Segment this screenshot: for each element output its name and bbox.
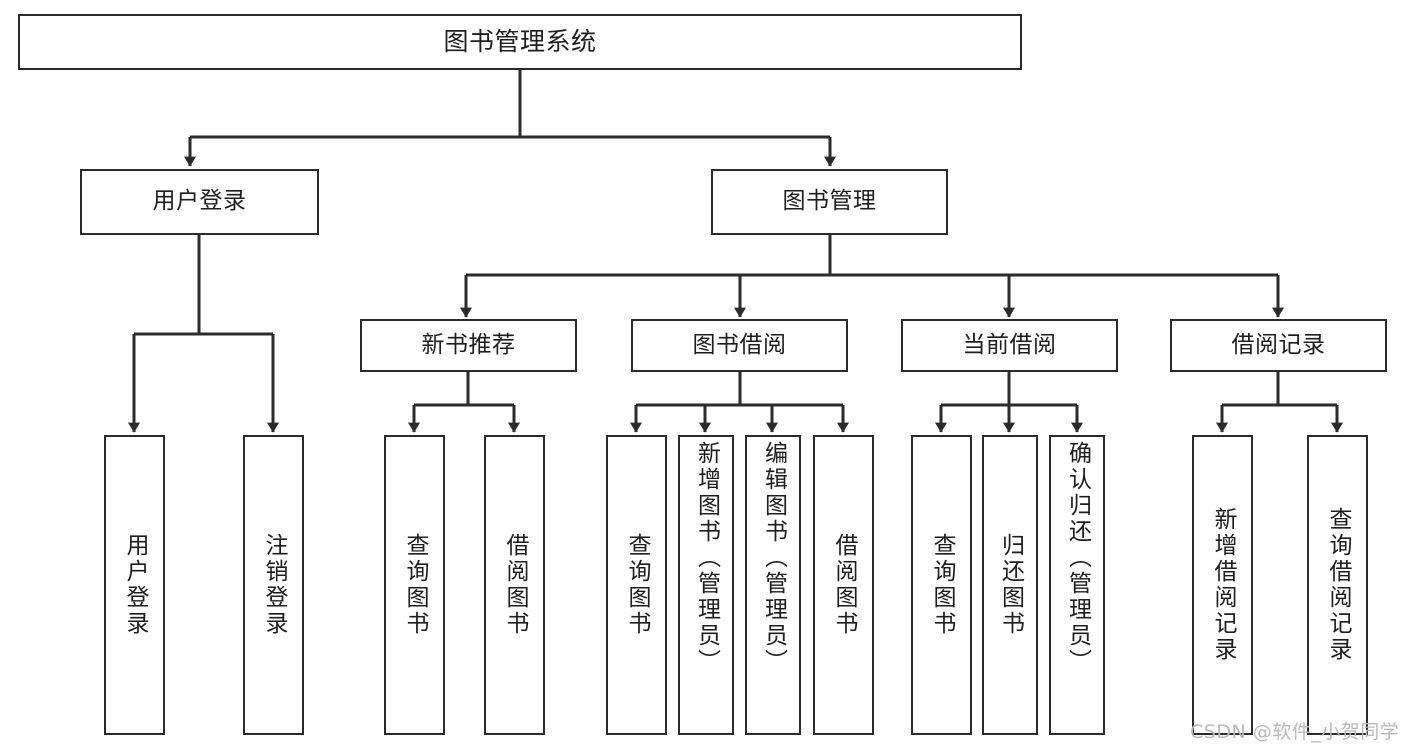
node-label: 图书管理系统 — [443, 27, 597, 57]
node-leaf-user-login[interactable]: 用户登录 — [104, 435, 165, 735]
node-label: 查询借阅记录 — [1325, 507, 1351, 663]
node-label: 借阅图书 — [831, 533, 857, 637]
node-leaf-confirm-return-admin[interactable]: 确认归还（管理员） — [1049, 435, 1105, 735]
node-leaf-borrow-book[interactable]: 借阅图书 — [813, 435, 874, 735]
node-label: 新书推荐 — [421, 331, 516, 358]
node-leaf-logout[interactable]: 注销登录 — [243, 435, 304, 735]
node-leaf-query-book-borrow[interactable]: 查询图书 — [606, 435, 667, 735]
node-leaf-query-book-recommend[interactable]: 查询图书 — [384, 435, 445, 735]
node-label: 用户登录 — [122, 533, 148, 637]
node-label: 查询图书 — [624, 533, 650, 637]
node-current-borrow[interactable]: 当前借阅 — [901, 319, 1118, 372]
node-borrow-record[interactable]: 借阅记录 — [1170, 319, 1387, 372]
node-label: 借阅记录 — [1231, 331, 1326, 358]
node-label: 确认归还（管理员） — [1064, 441, 1091, 675]
node-leaf-borrow-book-recommend[interactable]: 借阅图书 — [484, 435, 545, 735]
node-label: 编辑图书（管理员） — [760, 441, 787, 675]
node-root-book-management-system[interactable]: 图书管理系统 — [18, 14, 1022, 70]
node-leaf-add-borrow-record[interactable]: 新增借阅记录 — [1192, 435, 1253, 735]
node-book-borrow[interactable]: 图书借阅 — [631, 319, 848, 372]
node-leaf-add-book-admin[interactable]: 新增图书（管理员） — [678, 435, 734, 735]
node-leaf-query-borrow-record[interactable]: 查询借阅记录 — [1307, 435, 1368, 735]
node-leaf-return-book[interactable]: 归还图书 — [982, 435, 1038, 735]
node-label: 查询图书 — [929, 533, 955, 637]
node-leaf-edit-book-admin[interactable]: 编辑图书（管理员） — [745, 435, 801, 735]
csdn-watermark: CSDN @软件_小贺同学 — [1190, 721, 1400, 743]
node-label: 新增借阅记录 — [1210, 507, 1236, 663]
node-label: 查询图书 — [402, 533, 428, 637]
node-label: 注销登录 — [261, 533, 287, 637]
node-label: 当前借阅 — [962, 331, 1057, 358]
node-label: 归还图书 — [997, 533, 1024, 637]
node-label: 图书借阅 — [692, 331, 787, 358]
node-label: 借阅图书 — [502, 533, 528, 637]
node-label: 新增图书（管理员） — [693, 441, 720, 675]
node-book-management[interactable]: 图书管理 — [711, 169, 948, 235]
node-label: 用户登录 — [152, 188, 247, 215]
node-new-book-recommend[interactable]: 新书推荐 — [360, 319, 577, 372]
node-leaf-query-book-current[interactable]: 查询图书 — [911, 435, 972, 735]
node-label: 图书管理 — [782, 188, 877, 215]
node-user-login[interactable]: 用户登录 — [80, 169, 319, 235]
